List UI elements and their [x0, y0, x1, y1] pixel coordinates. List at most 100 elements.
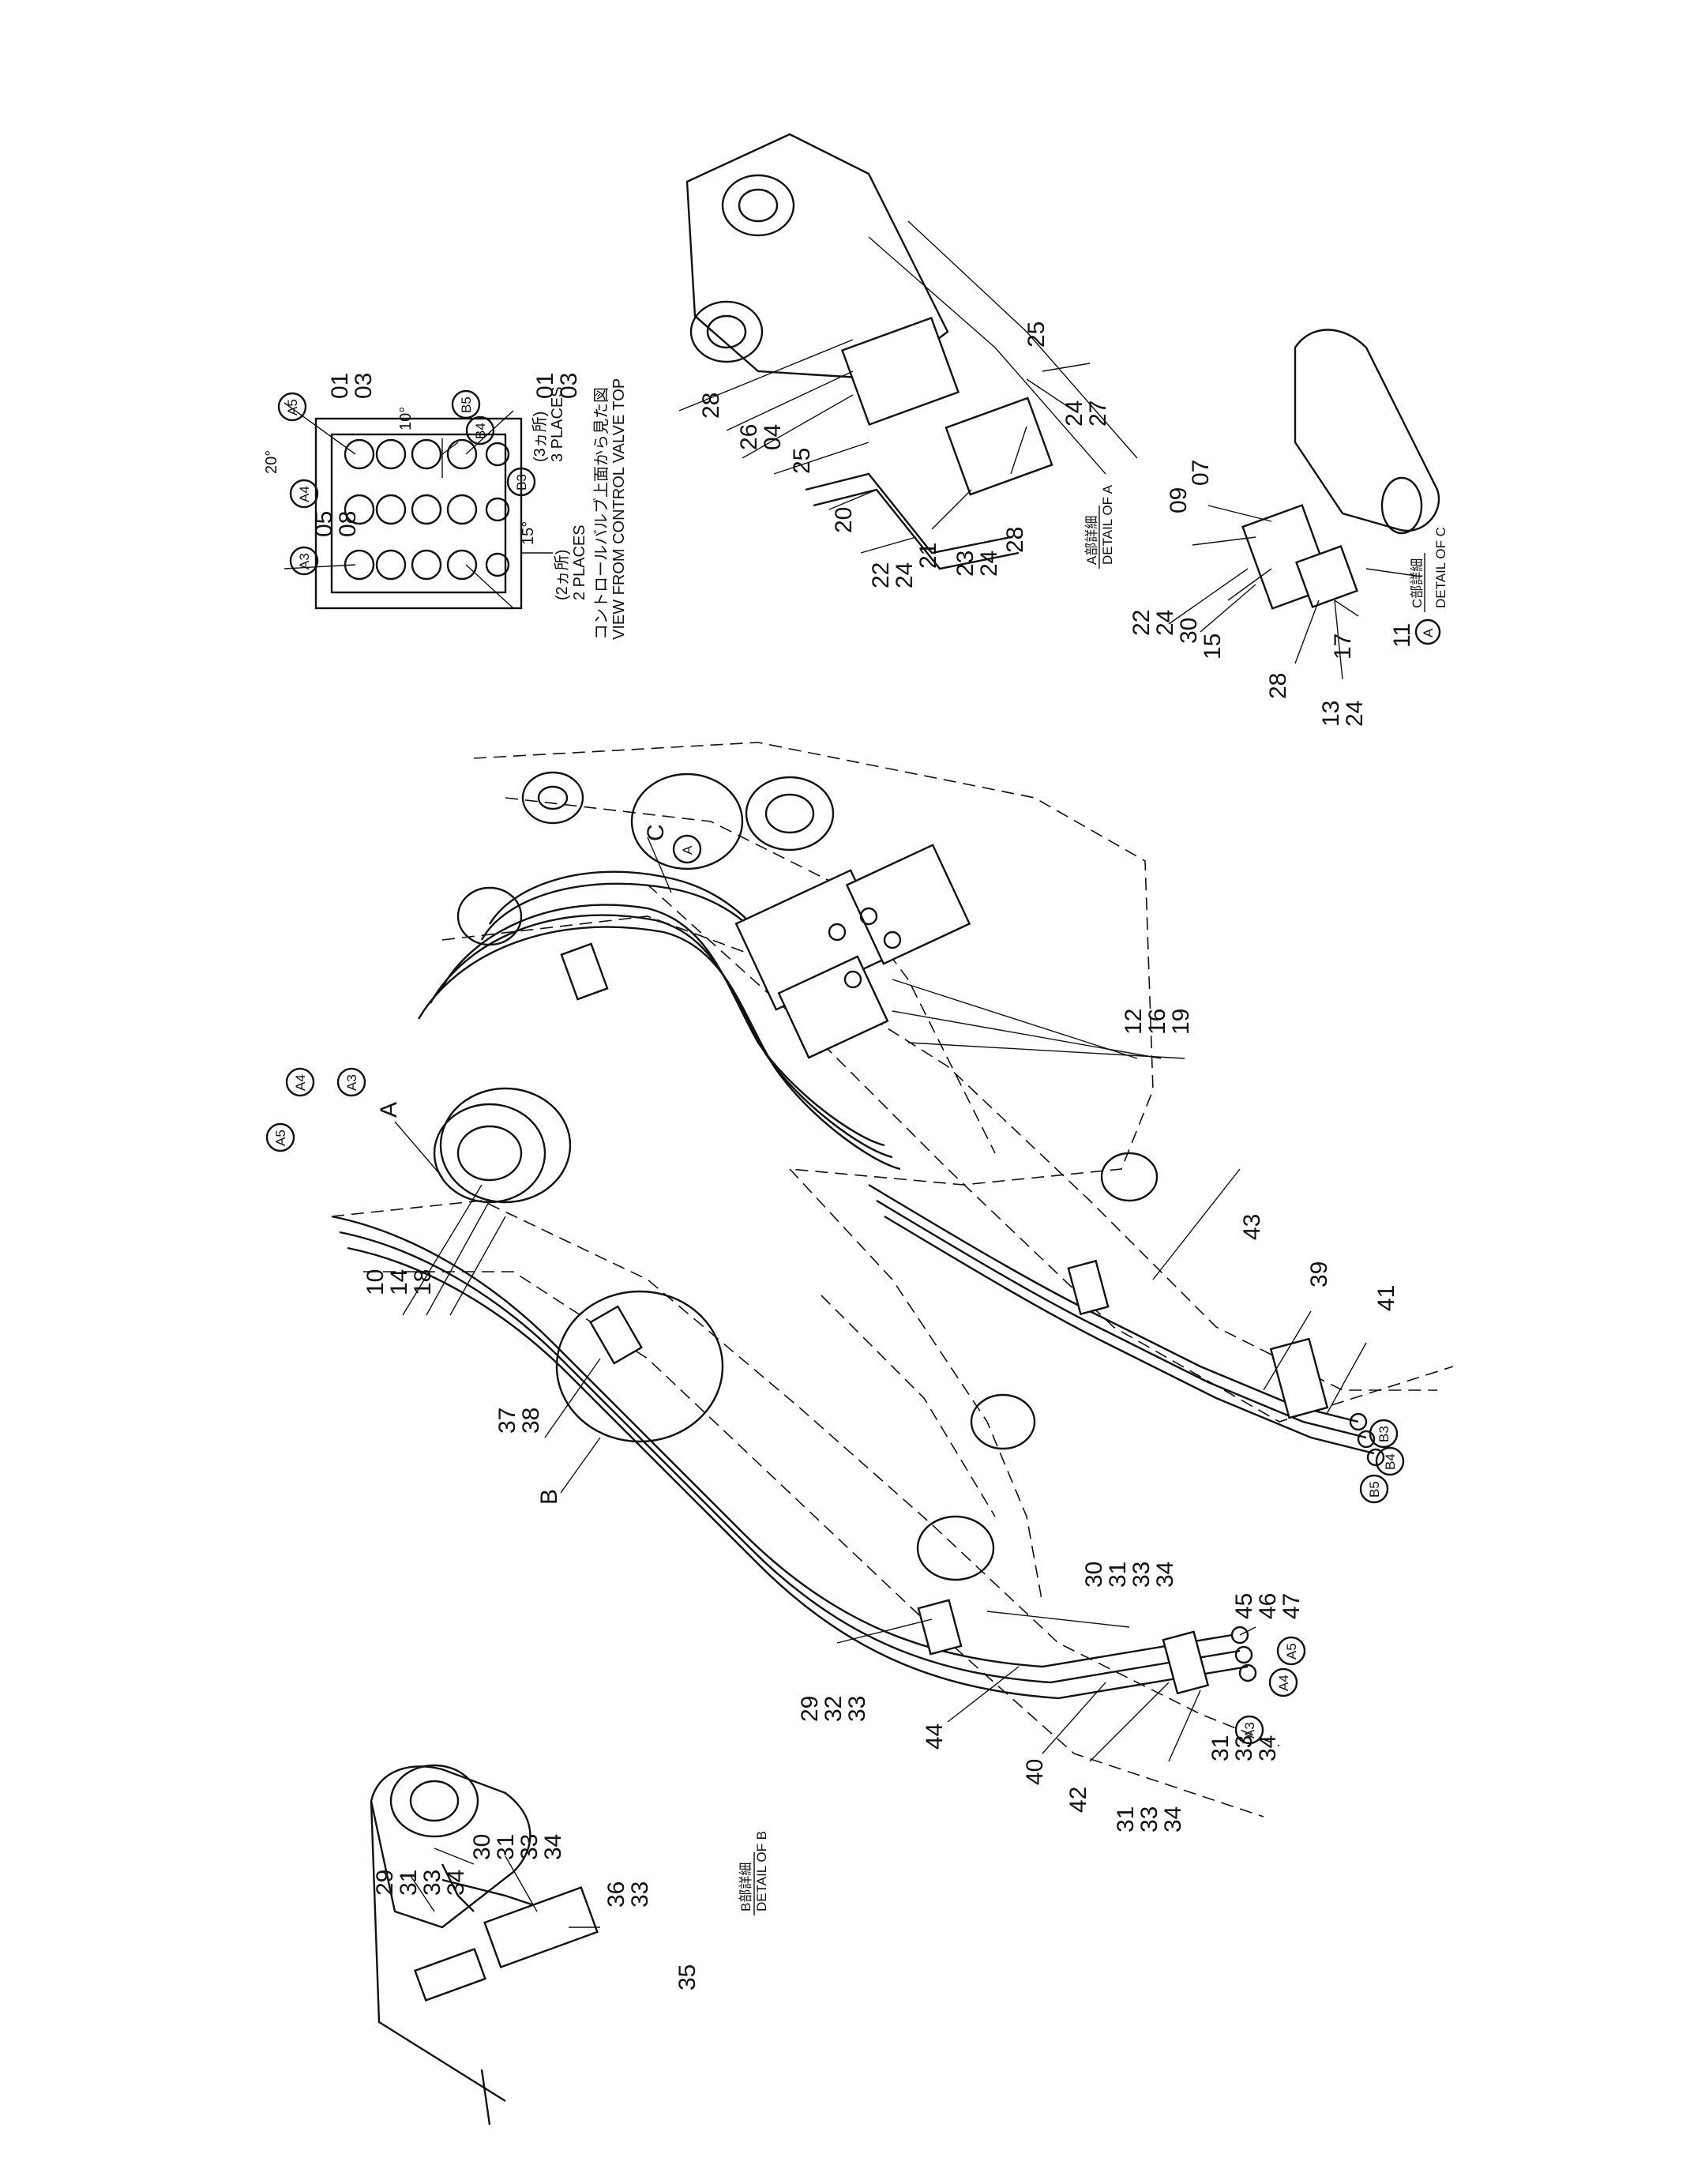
svg-text:A: A [680, 845, 695, 855]
detail-a-callout-24b: 24 [976, 551, 1002, 577]
detail-c-title-jp: C部詳細 [1410, 558, 1425, 608]
callout-38: 38 [518, 1408, 544, 1434]
note-en-3-places: 3 PLACES [549, 386, 566, 462]
valve-port-a3: A3 [289, 546, 319, 576]
circled-port-a3: A3 [336, 1067, 366, 1097]
detail-a-callout-24c: 24 [1061, 400, 1087, 427]
valve-port-a5: A5 [277, 392, 307, 422]
detail-b-callout-29: 29 [372, 1870, 398, 1896]
callout-44: 44 [922, 1724, 948, 1750]
callout-33: 33 [1231, 1735, 1257, 1761]
svg-text:B5: B5 [459, 397, 474, 413]
svg-text:B4: B4 [473, 423, 488, 439]
circled-port-a5: A5 [265, 1122, 295, 1152]
callout-33: 33 [1129, 1562, 1155, 1588]
callout-39: 39 [1306, 1261, 1332, 1287]
detail-a-callout-24: 24 [892, 562, 918, 588]
detail-b-callout-34b: 34 [540, 1834, 566, 1860]
detail-b-callout-35: 35 [674, 1964, 700, 1990]
detail-c-callout-15: 15 [1200, 633, 1226, 660]
callout-31: 31 [1105, 1562, 1131, 1588]
callout-43: 43 [1239, 1214, 1265, 1240]
callout-19: 19 [1168, 1009, 1194, 1035]
svg-text:A3: A3 [1242, 1722, 1257, 1739]
svg-text:A3: A3 [297, 553, 312, 569]
callout-18: 18 [410, 1269, 436, 1295]
valve-caption-en: VIEW FROM CONTROL VALVE TOP [610, 378, 628, 640]
svg-text:A5: A5 [273, 1130, 288, 1146]
detail-a-callout-22: 22 [868, 562, 894, 588]
circled-port-a3-lower: A3 [1234, 1715, 1264, 1745]
callout-33: 33 [1136, 1806, 1162, 1833]
circled-port-b4: B4 [1375, 1446, 1405, 1476]
detail-b-callout-30: 30 [469, 1834, 495, 1860]
angle-15: 15° [520, 521, 537, 545]
detail-c-port-a: A [1414, 618, 1441, 645]
region-label-b: B [536, 1489, 562, 1505]
circled-port-a4: A4 [285, 1067, 315, 1097]
detail-a-callout-04: 04 [760, 424, 786, 450]
svg-text:A3: A3 [344, 1074, 359, 1091]
callout-34: 34 [1160, 1806, 1186, 1833]
callout-40: 40 [1022, 1759, 1048, 1785]
detail-c-callout-17: 17 [1330, 633, 1356, 660]
callout-31: 31 [1113, 1806, 1139, 1833]
svg-text:A: A [1421, 628, 1436, 637]
detail-c-callout-07: 07 [1188, 460, 1214, 486]
detail-a-view: 28 26 04 25 20 22 24 21 23 24 28 24 27 2… [678, 133, 1138, 588]
svg-text:B3: B3 [514, 474, 529, 491]
detail-c-title-en: DETAIL OF C [1433, 527, 1448, 608]
detail-a-callout-28b: 28 [1002, 527, 1028, 553]
valve-callout-05: 05 [311, 511, 337, 537]
callout-34: 34 [1152, 1562, 1178, 1588]
svg-text:A4: A4 [293, 1074, 308, 1091]
callout-33: 33 [844, 1696, 870, 1722]
callout-12: 12 [1121, 1009, 1147, 1035]
region-label-c: C [643, 824, 669, 841]
circled-port-b3: B3 [1369, 1419, 1399, 1449]
svg-text:A5: A5 [285, 399, 300, 415]
detail-b-title-en: DETAIL OF B [754, 1831, 769, 1911]
callout-41: 41 [1373, 1285, 1399, 1311]
callout-16: 16 [1144, 1009, 1170, 1035]
svg-text:A4: A4 [297, 486, 312, 502]
detail-b-callout-33b: 33 [516, 1834, 543, 1860]
detail-a-callout-28: 28 [698, 393, 724, 419]
note-en-2-places: 2 PLACES [571, 524, 588, 600]
detail-b-callout-33: 33 [419, 1870, 445, 1896]
detail-c-callout-28: 28 [1265, 673, 1291, 699]
region-label-a: A [376, 1102, 402, 1118]
detail-a-callout-21: 21 [915, 543, 941, 569]
detail-c-callout-13: 13 [1318, 701, 1344, 727]
callout-45: 45 [1231, 1593, 1257, 1619]
callout-14: 14 [386, 1269, 412, 1295]
circled-port-b5: B5 [1359, 1474, 1389, 1504]
callout-32: 32 [821, 1696, 847, 1722]
detail-a-title-jp: A部詳細 [1084, 516, 1099, 565]
detail-b-callout-33c: 33 [627, 1881, 653, 1908]
detail-c-callout-30: 30 [1176, 618, 1202, 644]
main-assembly-view: 10 14 18 37 38 12 16 19 43 39 41 29 32 3… [265, 742, 1454, 1833]
detail-a-callout-20: 20 [831, 507, 857, 533]
callout-29: 29 [797, 1696, 823, 1722]
valve-callout-01b: 01 [532, 373, 558, 399]
callout-31: 31 [1207, 1735, 1234, 1761]
detail-b-title-jp: B部詳細 [738, 1863, 753, 1911]
detail-a-callout-25b: 25 [1023, 321, 1050, 348]
detail-a-title-en: DETAIL OF A [1100, 484, 1115, 565]
detail-b-view: 29 31 33 34 30 31 33 34 36 33 35 B部詳細 DE… [370, 1764, 769, 2126]
detail-b-callout-34: 34 [443, 1870, 469, 1896]
svg-text:A4: A4 [1276, 1675, 1291, 1691]
valve-callout-03: 03 [351, 373, 377, 399]
valve-caption-jp: コントロールバルブ上面から見た図 [591, 387, 610, 640]
note-jp-3-places: (3ヵ所) [531, 412, 549, 462]
control-valve-top-view: 05 08 01 03 01 03 A3 A4 A5 B3 B4 B5 20° … [263, 373, 628, 640]
valve-callout-03b: 03 [556, 373, 582, 399]
callout-47: 47 [1279, 1593, 1305, 1619]
callout-37: 37 [494, 1408, 520, 1434]
svg-text:B5: B5 [1367, 1481, 1382, 1498]
callout-30: 30 [1081, 1562, 1107, 1588]
circled-port-a: A [672, 834, 702, 864]
detail-a-callout-25: 25 [789, 448, 815, 474]
